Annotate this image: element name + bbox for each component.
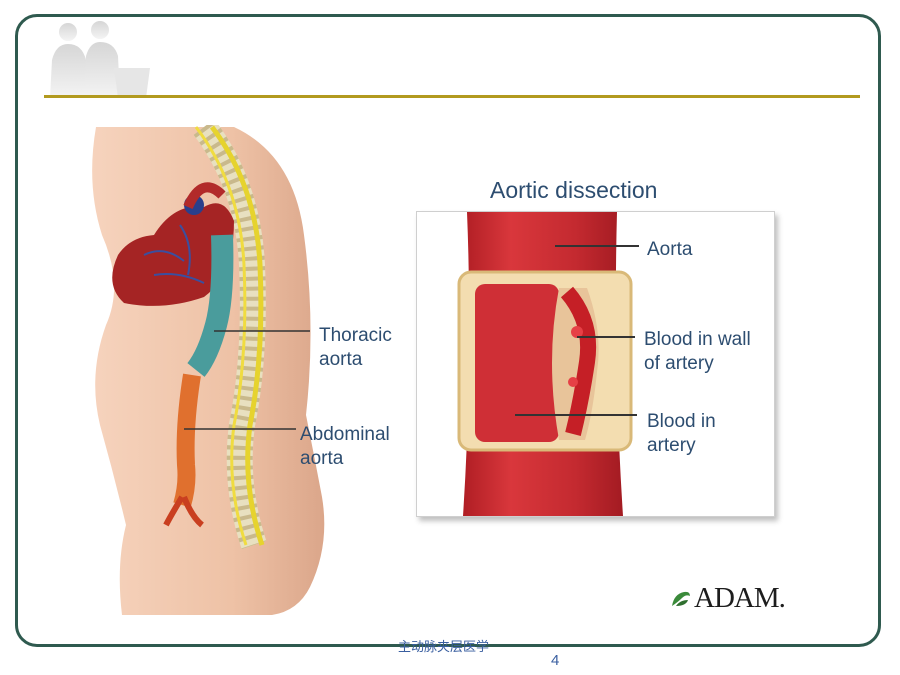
blood-in-artery-label: Blood in artery bbox=[647, 411, 716, 456]
diagram-title: Aortic dissection bbox=[490, 177, 658, 203]
footer-caption: 主动脉夹层医学 bbox=[398, 639, 490, 654]
leaf-logo-icon bbox=[672, 591, 690, 606]
dissected-artery-illustration bbox=[457, 212, 633, 516]
adam-logo-text: ADAM. bbox=[694, 582, 786, 614]
blood-wall-leader-line bbox=[577, 336, 635, 338]
header-rule bbox=[44, 95, 860, 98]
thoracic-aorta-label: Thoracic aorta bbox=[319, 325, 392, 370]
blood-in-wall-label: Blood in wall of artery bbox=[644, 329, 751, 374]
adam-logo: ADAM. bbox=[670, 582, 786, 615]
page-number: 4 bbox=[551, 652, 560, 669]
torso-anatomy-illustration bbox=[92, 125, 325, 615]
blood-artery-leader-line bbox=[515, 414, 637, 416]
people-silhouette-icon bbox=[50, 21, 150, 98]
abdominal-aorta-label: Abdominal aorta bbox=[300, 424, 390, 469]
aorta-leader-line bbox=[555, 245, 639, 247]
aorta-label: Aorta bbox=[647, 239, 693, 260]
aortic-dissection-panel bbox=[416, 211, 775, 517]
